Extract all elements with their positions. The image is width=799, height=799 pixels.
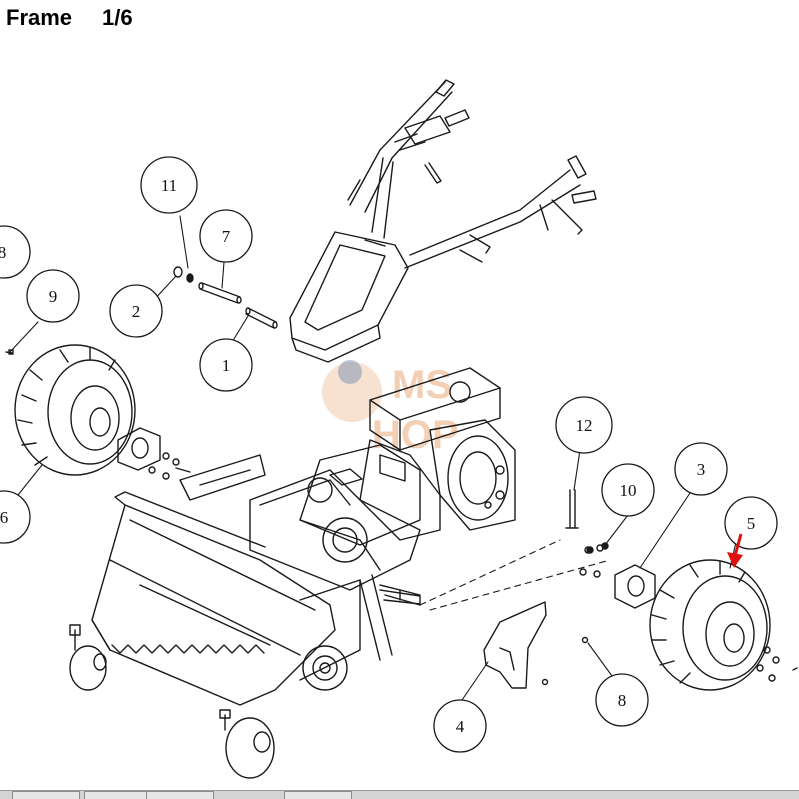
- leader-lines: [9, 215, 741, 701]
- callout-10: 10: [601, 463, 655, 517]
- red-arrow-icon: [727, 533, 743, 568]
- callout-1: 1: [199, 338, 253, 392]
- taskbar-button-3[interactable]: [146, 791, 214, 799]
- svg-text:12: 12: [576, 416, 593, 435]
- callout-11: 11: [140, 156, 198, 214]
- callout-6: 6: [0, 490, 31, 544]
- taskbar: [0, 790, 799, 799]
- svg-text:8: 8: [618, 691, 627, 710]
- handlebar-assembly: [289, 79, 597, 363]
- assembly-lines: [419, 539, 611, 611]
- page-number: 1/6: [102, 5, 133, 30]
- callout-12: 12: [555, 396, 613, 454]
- callout-7: 7: [199, 209, 253, 263]
- chassis: [179, 454, 421, 661]
- callout-8: 8: [595, 673, 649, 727]
- svg-text:3: 3: [697, 460, 706, 479]
- right-wheel: [579, 544, 798, 691]
- svg-text:9: 9: [49, 287, 58, 306]
- page-header: Frame 1/6: [6, 2, 133, 34]
- taskbar-button-2[interactable]: [84, 791, 152, 799]
- callout-4: 4: [433, 699, 487, 753]
- svg-text:2: 2: [132, 302, 141, 321]
- page-title: Frame: [6, 5, 73, 30]
- svg-text:10: 10: [620, 481, 637, 500]
- callout-9: 9: [26, 269, 80, 323]
- mower-deck: [69, 491, 361, 779]
- watermark-line1: MS: [392, 363, 452, 407]
- svg-text:6: 6: [0, 508, 8, 527]
- loose-parts: [8, 266, 609, 689]
- svg-text:1: 1: [222, 356, 231, 375]
- svg-text:11: 11: [161, 176, 177, 195]
- svg-text:4: 4: [456, 717, 465, 736]
- callout-8-partial: 8: [0, 225, 31, 279]
- svg-text:7: 7: [222, 227, 231, 246]
- callout-2: 2: [109, 284, 163, 338]
- callout-5: 5: [724, 496, 778, 550]
- taskbar-button-4[interactable]: [284, 791, 352, 799]
- callouts: 1 2 3 4 5 6 7 8: [0, 156, 778, 753]
- svg-text:5: 5: [747, 514, 756, 533]
- callout-3: 3: [674, 442, 728, 496]
- taskbar-button-1[interactable]: [12, 791, 80, 799]
- left-wheel: [5, 344, 191, 480]
- svg-text:8: 8: [0, 243, 6, 262]
